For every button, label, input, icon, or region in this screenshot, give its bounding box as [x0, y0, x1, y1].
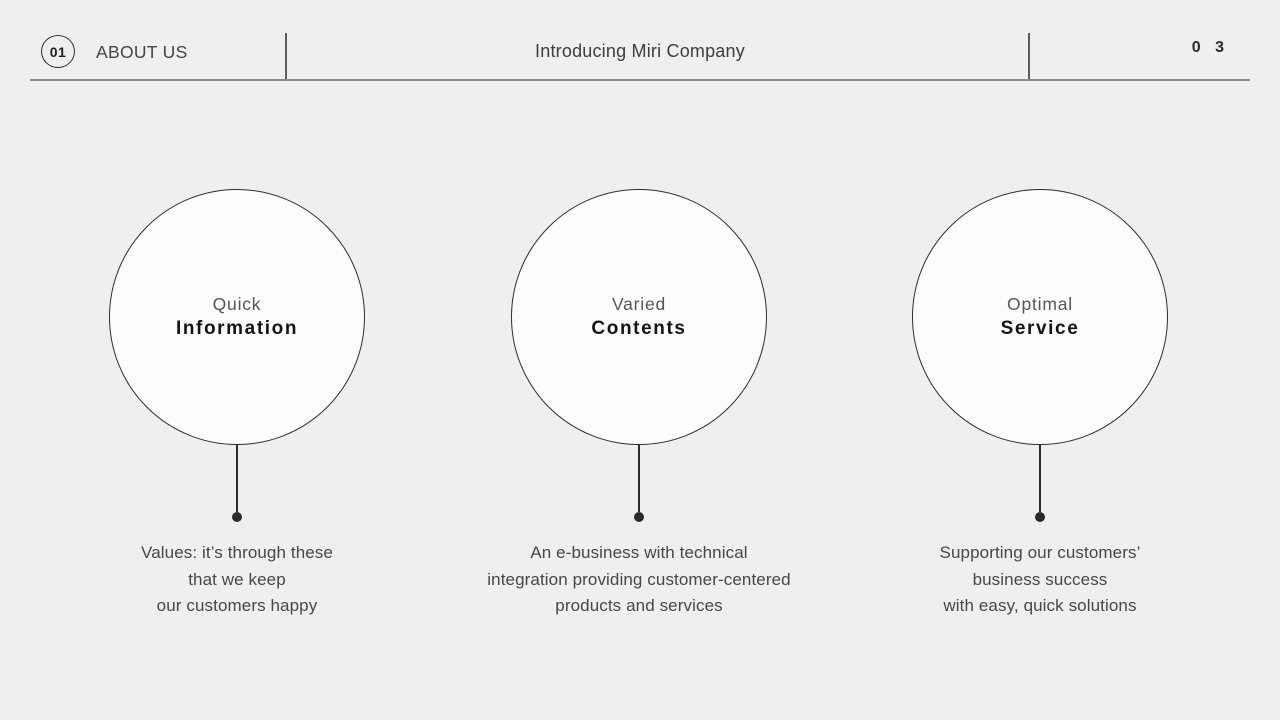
page-number: 0 3 — [1191, 39, 1229, 56]
description-line: integration providing customer-centered — [487, 569, 791, 589]
feature-circle: Varied Contents — [511, 189, 767, 445]
slide-header: 01 ABOUT US Introducing Miri Company 0 3 — [0, 0, 1280, 82]
connector-line — [1039, 445, 1041, 512]
description-line: An e-business with technical — [530, 543, 748, 562]
feature-title-line2: Information — [175, 318, 299, 339]
description-line: Supporting our customers’ — [939, 543, 1141, 562]
description-line: business success — [972, 569, 1108, 589]
connector-line — [638, 445, 640, 512]
feature-title-line1: Varied — [611, 294, 667, 314]
connector-line — [236, 445, 238, 512]
connector-dot — [232, 512, 242, 522]
feature-description: Values: it’s through these that we keep … — [37, 540, 437, 620]
description-line: with easy, quick solutions — [943, 596, 1137, 615]
description-line: products and services — [555, 596, 723, 615]
feature-title-line2: Contents — [591, 318, 687, 339]
feature-circle: Optimal Service — [912, 189, 1168, 445]
connector-dot — [634, 512, 644, 522]
feature-circle: Quick Information — [109, 189, 365, 445]
description-line: our customers happy — [156, 596, 318, 615]
description-line: that we keep — [188, 569, 286, 589]
page-title: Introducing Miri Company — [535, 41, 745, 61]
connector-dot — [1035, 512, 1045, 522]
section-number-badge: 01 — [41, 35, 75, 68]
feature-description: Supporting our customers’ business succe… — [840, 540, 1240, 620]
feature-column-optimal-service: Optimal Service Supporting our customers… — [840, 189, 1240, 620]
feature-title-line2: Service — [1000, 318, 1080, 339]
section-number: 01 — [49, 43, 67, 60]
header-divider-right — [1028, 33, 1030, 80]
feature-title-line1: Quick — [212, 294, 262, 314]
feature-title-line1: Optimal — [1007, 294, 1073, 314]
description-line: Values: it’s through these — [141, 543, 333, 562]
header-rule — [30, 79, 1250, 81]
feature-column-varied-contents: Varied Contents An e-business with techn… — [439, 189, 839, 620]
section-label: ABOUT US — [96, 42, 188, 62]
feature-description: An e-business with technical integration… — [439, 540, 839, 620]
header-divider-left — [285, 33, 287, 80]
feature-column-quick-information: Quick Information Values: it’s through t… — [37, 189, 437, 620]
